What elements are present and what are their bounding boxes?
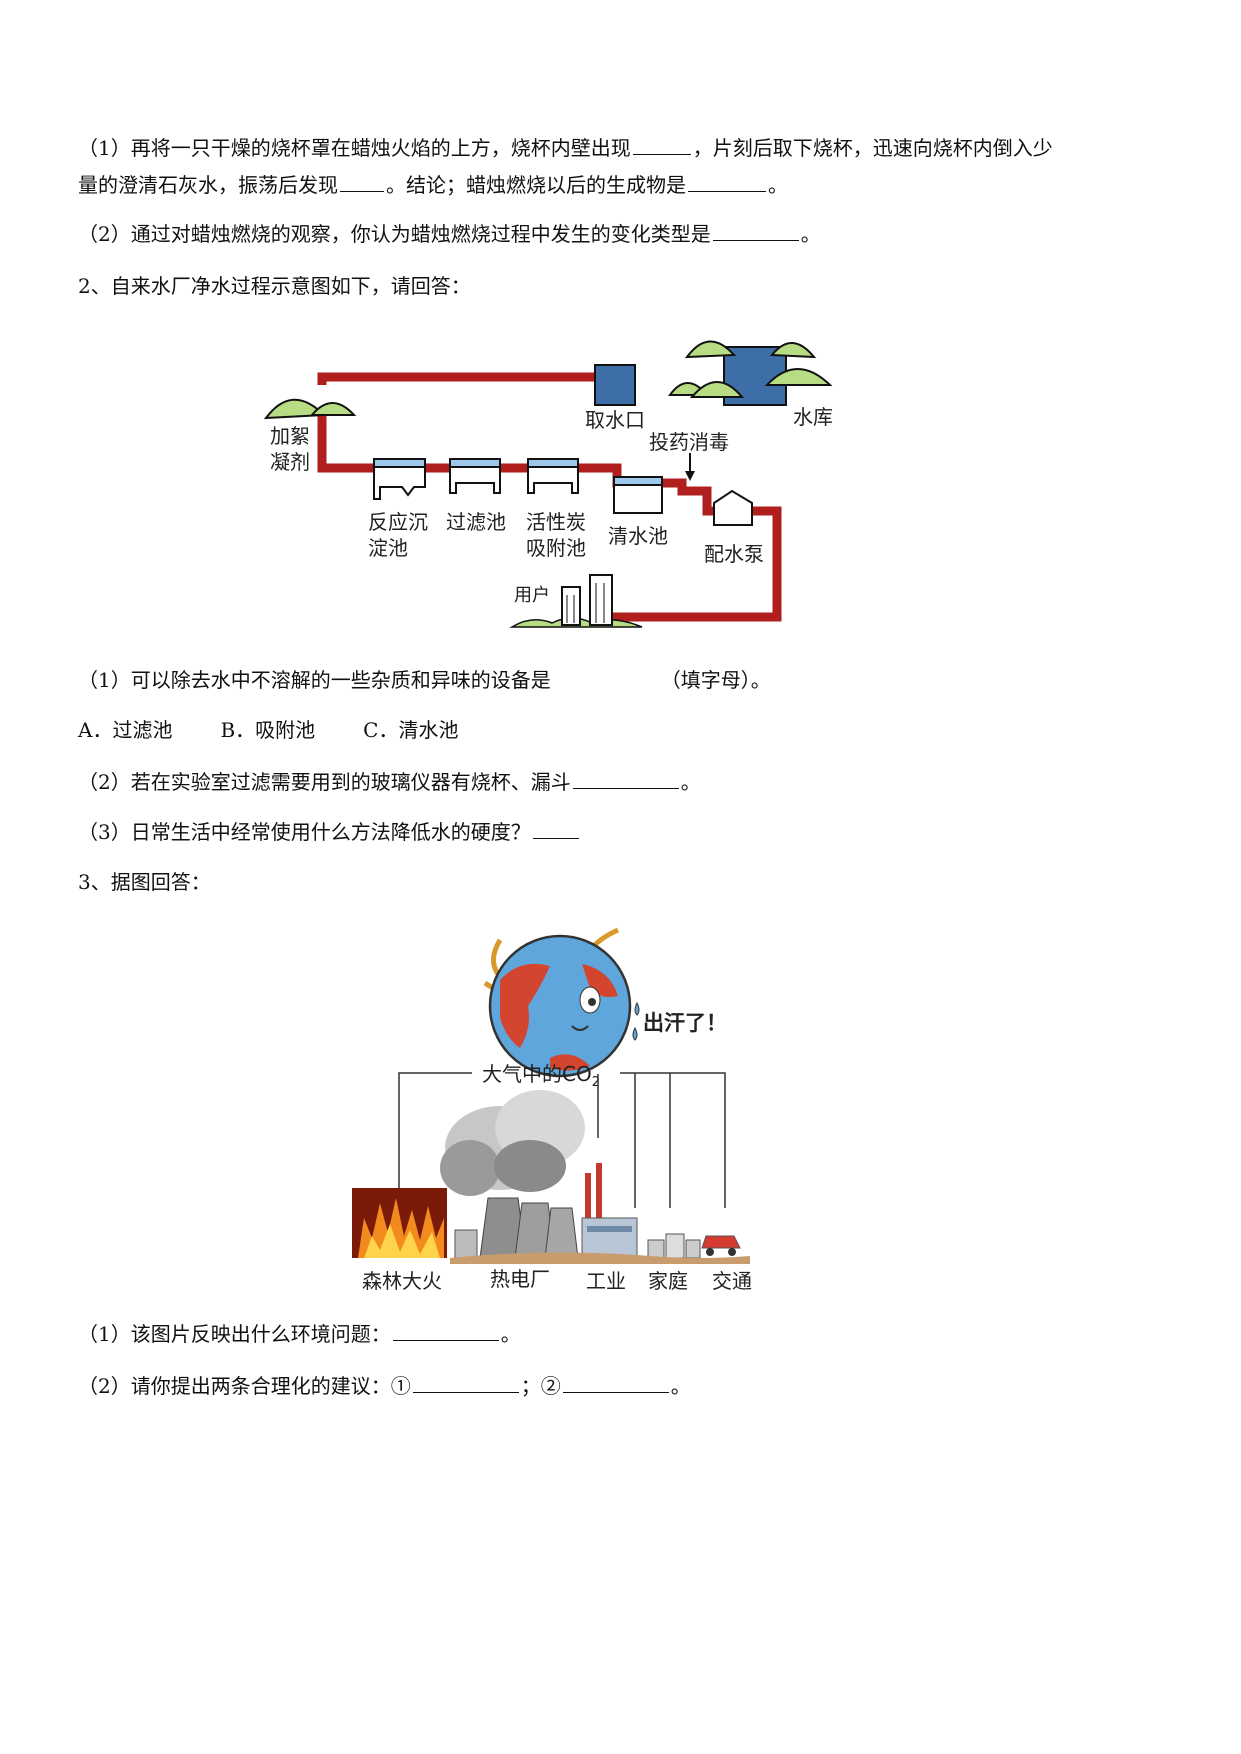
clear-tank-label: 清水池 (608, 524, 668, 548)
answer-blank[interactable] (412, 1372, 519, 1393)
ground (450, 1252, 750, 1264)
water-treatment-diagram: 取水口 水库 加絮 凝剂 投药消毒 反应沉 淀池 过滤池 活性炭 吸附池 清水池… (263, 340, 833, 628)
q1-sub1-line1: （1）再将一只干燥的烧杯罩在蜡烛火焰的上方，烧杯内壁出现 ，片刻后取下烧杯，迅速向… (78, 134, 1053, 162)
forest-fire-icon (352, 1188, 447, 1258)
vehicle-icon (701, 1235, 741, 1256)
option-a[interactable]: A．过滤池 (78, 718, 173, 742)
q2-sub3-text: （3）日常生活中经常使用什么方法降低水的硬度？ (78, 820, 531, 844)
user-buildings-icon (509, 574, 643, 628)
connector-lines (398, 1072, 726, 1208)
home-label: 家庭 (648, 1269, 688, 1293)
q1-sub1-text-d: 。结论；蜡烛燃烧以后的生成物是 (386, 173, 686, 197)
filter-label: 过滤池 (446, 510, 506, 534)
q3-sub1: （1）该图片反映出什么环境问题： 。 (78, 1320, 521, 1348)
coagulant-hill-icon (263, 398, 357, 420)
carbon-label-1: 活性炭 (526, 510, 586, 534)
q2-sub1-text: （1）可以除去水中不溶解的一些杂质和异味的设备是 (78, 668, 551, 692)
home-icon (647, 1233, 701, 1259)
q3-sub1-end: 。 (500, 1322, 521, 1346)
answer-blank[interactable] (532, 818, 579, 839)
reservoir-icon (668, 340, 833, 406)
q2-sub1: （1）可以除去水中不溶解的一些杂质和异味的设备是 （填字母）。 (78, 666, 771, 694)
answer-blank[interactable] (392, 1320, 499, 1341)
q3-heading: 3、据图回答： (78, 870, 211, 894)
answer-blank[interactable] (712, 220, 799, 241)
q1-sub2-line: （2）通过对蜡烛燃烧的观察，你认为蜡烛燃烧过程中发生的变化类型是 。 (78, 220, 821, 248)
power-plant-icon (440, 1090, 585, 1259)
option-c[interactable]: C．清水池 (363, 718, 459, 742)
intake-label: 取水口 (585, 408, 645, 432)
q1-sub2-text-b: 。 (800, 222, 821, 246)
q1-sub2-text-a: （2）通过对蜡烛燃烧的观察，你认为蜡烛燃烧过程中发生的变化类型是 (78, 222, 711, 246)
q1-sub1-text-c: 量的澄清石灰水，振荡后发现 (78, 173, 338, 197)
power-plant-label: 热电厂 (490, 1267, 550, 1291)
q1-sub1-text-b: ，片刻后取下烧杯，迅速向烧杯内倒入少 (692, 136, 1053, 160)
q2-sub2: （2）若在实验室过滤需要用到的玻璃仪器有烧杯、漏斗 。 (78, 768, 701, 796)
q2-sub1-hint: （填字母）。 (660, 668, 771, 692)
co2-emission-diagram: 出汗了！ 大气中的CO2 (352, 927, 752, 1293)
q3-sub2-mid: ；② (520, 1374, 561, 1398)
answer-blank[interactable] (688, 171, 766, 192)
q2-sub2-text: （2）若在实验室过滤需要用到的玻璃仪器有烧杯、漏斗 (78, 770, 571, 794)
traffic-label: 交通 (712, 1269, 752, 1293)
q2-sub3: （3）日常生活中经常使用什么方法降低水的硬度？ (78, 818, 581, 846)
pipe (317, 372, 782, 622)
sweat-caption: 出汗了！ (643, 1011, 727, 1035)
disinfect-label: 投药消毒 (649, 430, 729, 454)
coagulant-label-1: 加絮 (270, 424, 310, 448)
coagulant-label-2: 凝剂 (270, 450, 310, 474)
q3-sub2: （2）请你提出两条合理化的建议：① ；② 。 (78, 1372, 691, 1400)
intake-box (594, 364, 636, 406)
q3-sub2-end: 。 (670, 1374, 691, 1398)
answer-blank[interactable] (562, 1372, 669, 1393)
reservoir-label: 水库 (793, 405, 833, 429)
carbon-label-2: 吸附池 (526, 536, 586, 560)
answer-blank[interactable] (572, 768, 679, 789)
co2-label: 大气中的CO2 (482, 1062, 600, 1090)
sediment-tank-icon (373, 458, 426, 500)
answer-blank[interactable] (632, 134, 691, 155)
q2-options: A．过滤池 B．吸附池 C．清水池 (78, 716, 506, 744)
q3-sub1-text: （1）该图片反映出什么环境问题： (78, 1322, 391, 1346)
factory-icon (581, 1163, 638, 1259)
q1-sub1-text-e: 。 (768, 173, 788, 197)
pump-house-icon (713, 489, 753, 526)
q2-sub2-end: 。 (680, 770, 701, 794)
q1-sub1-line2: 量的澄清石灰水，振荡后发现 。结论；蜡烛燃烧以后的生成物是 。 (78, 171, 788, 199)
sweating-earth-icon (483, 927, 640, 1078)
option-b[interactable]: B．吸附池 (220, 718, 316, 742)
sediment-label-1: 反应沉 (368, 510, 428, 534)
disinfect-arrow-icon (685, 453, 695, 481)
user-label: 用户 (514, 585, 550, 606)
industry-label: 工业 (586, 1269, 626, 1293)
answer-blank[interactable] (340, 171, 384, 192)
forest-fire-label: 森林大火 (362, 1269, 442, 1293)
q2-heading: 2、自来水厂净水过程示意图如下，请回答： (78, 274, 471, 298)
pump-label: 配水泵 (704, 542, 764, 566)
sediment-label-2: 淀池 (368, 536, 408, 560)
q3-sub2-text: （2）请你提出两条合理化的建议：① (78, 1374, 411, 1398)
q1-sub1-text-a: （1）再将一只干燥的烧杯罩在蜡烛火焰的上方，烧杯内壁出现 (78, 136, 631, 160)
